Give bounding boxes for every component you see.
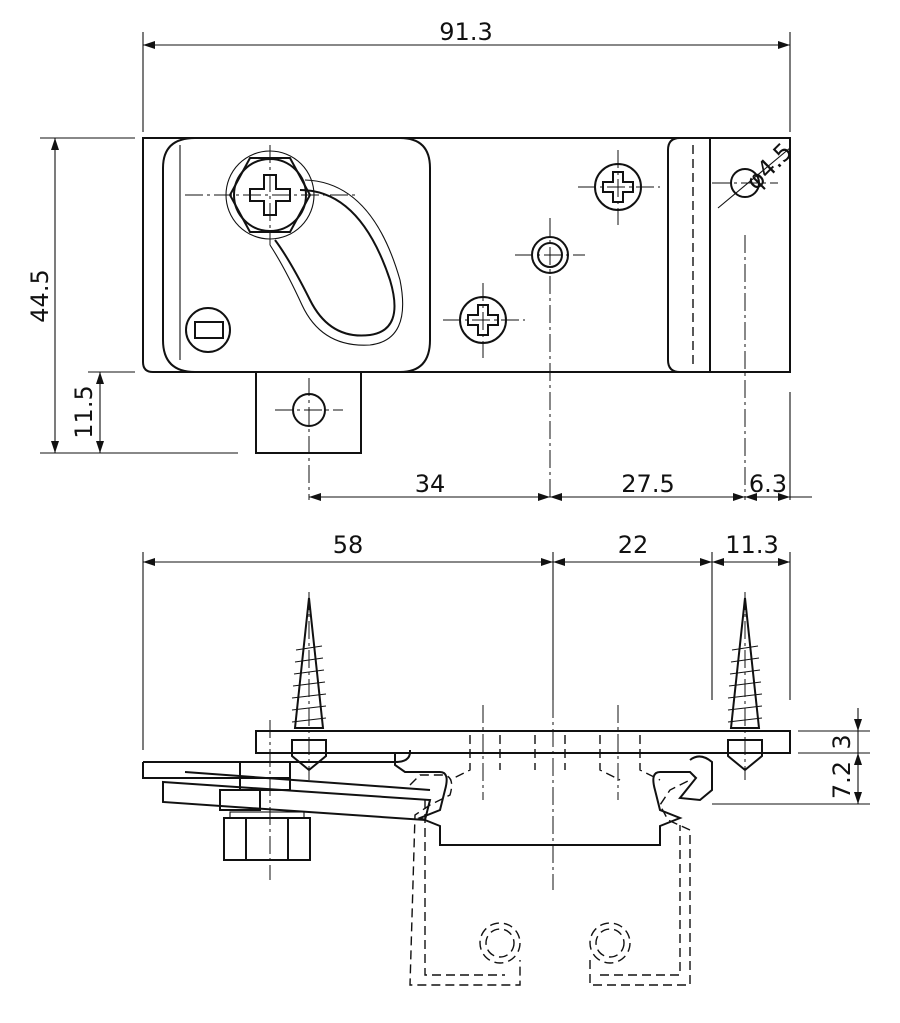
slide-plate bbox=[142, 750, 411, 779]
dim-plate-thickness: 3 bbox=[828, 734, 856, 749]
side-view: 58 22 11.3 bbox=[142, 531, 870, 986]
dim-22: 22 bbox=[618, 531, 649, 559]
dim-34: 34 bbox=[415, 470, 446, 498]
top-view: 91.3 44.5 11.5 φ4.5 34 27.5 6.3 bbox=[26, 18, 812, 501]
screw-upper bbox=[578, 150, 660, 225]
dim-rail-height: 7.2 bbox=[828, 761, 856, 799]
dim-11-3: 11.3 bbox=[725, 531, 778, 559]
rail-channel bbox=[394, 752, 713, 846]
wood-screw-right bbox=[727, 592, 763, 780]
top-plate bbox=[255, 730, 791, 754]
dim-6-3: 6.3 bbox=[749, 470, 787, 498]
wood-screw-left bbox=[291, 592, 327, 780]
curved-slot bbox=[274, 189, 396, 337]
screw-lower bbox=[443, 283, 525, 358]
dim-27-5: 27.5 bbox=[621, 470, 674, 498]
phillips-cross-icon bbox=[249, 174, 291, 216]
dim-58: 58 bbox=[333, 531, 364, 559]
dim-overall-width: 91.3 bbox=[439, 18, 492, 46]
side-bracket bbox=[667, 137, 791, 373]
indicator-window bbox=[185, 307, 231, 353]
adjuster-pocket bbox=[162, 137, 431, 373]
rail-hidden-profile bbox=[409, 774, 691, 986]
hex-nut bbox=[223, 720, 311, 880]
dim-tab-height: 11.5 bbox=[70, 385, 98, 438]
dim-overall-height: 44.5 bbox=[26, 269, 54, 322]
pin bbox=[515, 218, 585, 500]
